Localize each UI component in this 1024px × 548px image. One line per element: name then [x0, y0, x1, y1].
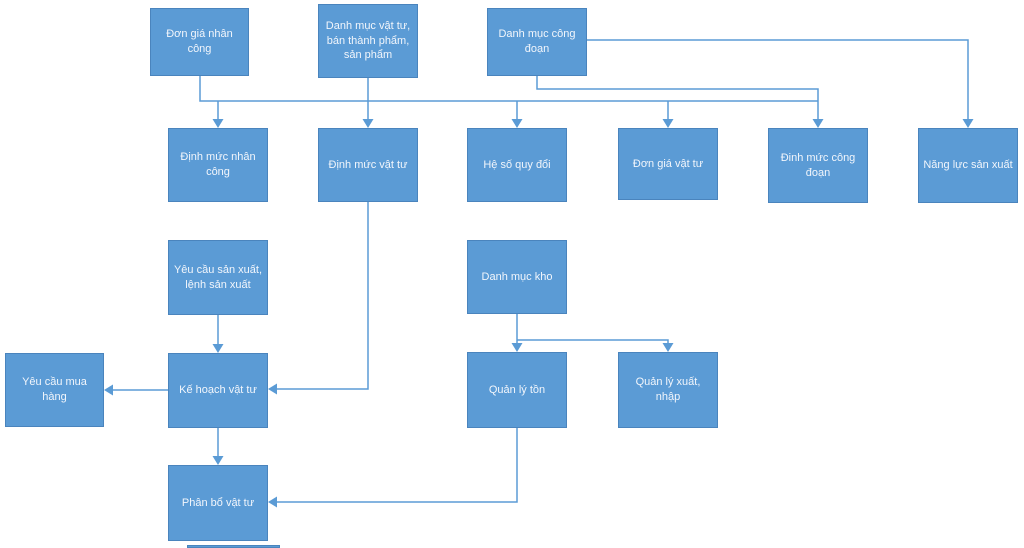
node-label: Yêu cầu sản xuất, lệnh sản xuất [173, 263, 263, 291]
arrowhead-danh-muc-kho-to-quan-ly-xuat-nhap [662, 343, 674, 352]
node-label: Quản lý tồn [488, 383, 546, 396]
arrowhead-ke-hoach-to-yeu-cau-mua-hang [104, 384, 113, 396]
node-label: Phân bổ vật tư [181, 496, 255, 509]
arrowhead-drop-dinh-muc-nhan-cong [212, 119, 224, 128]
node-danh-muc-kho[interactable]: Danh mục kho [467, 240, 567, 314]
node-he-so-quy-doi[interactable]: Hệ số quy đổi [467, 128, 567, 202]
node-dinh-muc-nhan-cong[interactable]: Định mức nhân công [168, 128, 268, 202]
arrowhead-drop-he-so-quy-doi [511, 119, 523, 128]
node-danh-muc-vat-tu[interactable]: Danh mục vật tư, bán thành phẩm, sản phẩ… [318, 4, 418, 78]
arrowhead-danh-muc-vat-tu-to-dinh-muc-vat-tu [362, 119, 374, 128]
arrowhead-drop-don-gia-vat-tu [662, 119, 674, 128]
node-phan-bo-vat-tu[interactable]: Phân bổ vật tư [168, 465, 268, 541]
node-nang-luc-san-xuat[interactable]: Năng lực sản xuất [918, 128, 1018, 203]
node-label: Đơn giá nhân công [166, 28, 233, 55]
arrowhead-drop-dinh-muc-cong-doan [812, 119, 824, 128]
arrowhead-dinh-muc-vat-tu-to-ke-hoach [268, 383, 277, 395]
node-label: Danh mục kho [481, 270, 553, 283]
node-yeu-cau-san-xuat[interactable]: Yêu cầu sản xuất, lệnh sản xuất [168, 240, 268, 315]
node-label: Hệ số quy đổi [483, 158, 551, 171]
node-quan-ly-xuat-nhap[interactable]: Quản lý xuất, nhập [618, 352, 718, 428]
node-quan-ly-ton[interactable]: Quản lý tồn [467, 352, 567, 428]
node-yeu-cau-mua-hang[interactable]: Yêu cầu mua hàng [5, 353, 104, 427]
arrowhead-quan-ly-ton-to-phan-bo [268, 496, 277, 508]
node-label: Đơn giá vật tư [632, 157, 704, 170]
node-label: Định mức vật tư [328, 158, 408, 171]
connector-danh-muc-kho-to-quan-ly-xuat-nhap [517, 339, 669, 343]
connector-bus-b-danh-muc-cong-doan [536, 76, 819, 101]
node-label: Năng lực sản xuất [923, 159, 1013, 172]
connector-quan-ly-ton-to-phan-bo [277, 428, 518, 503]
node-label: Yêu cầu mua hàng [22, 376, 87, 403]
node-label: Danh mục công đoạn [498, 28, 576, 55]
node-dinh-muc-cong-doan[interactable]: Đinh mức công đoạn [768, 128, 868, 203]
arrowhead-danh-muc-cong-doan-to-nang-luc [962, 119, 974, 128]
node-label: Đinh mức công đoạn [780, 151, 856, 179]
node-label: Định mức nhân công [180, 151, 256, 178]
node-don-gia-vat-tu[interactable]: Đơn giá vật tư [618, 128, 718, 200]
node-don-gia-nhan-cong[interactable]: Đơn giá nhân công [150, 8, 249, 76]
node-dinh-muc-vat-tu[interactable]: Định mức vật tư [318, 128, 418, 202]
node-danh-muc-cong-doan[interactable]: Danh mục công đoạn [487, 8, 587, 76]
arrowhead-yeu-cau-sx-to-ke-hoach [212, 344, 224, 353]
arrowhead-ke-hoach-to-phan-bo [212, 456, 224, 465]
node-label: Quản lý xuất, nhập [635, 376, 701, 403]
connector-dinh-muc-vat-tu-to-ke-hoach [277, 202, 369, 390]
connector-danh-muc-cong-doan-to-nang-luc [587, 39, 969, 119]
node-label: Kế hoạch vật tư [179, 384, 257, 397]
node-ke-hoach-vat-tu[interactable]: Kế hoạch vật tư [168, 353, 268, 428]
connector-bus-a-don-gia-nhan-cong [199, 76, 818, 102]
node-label: Danh mục vật tư, bán thành phẩm, sản phẩ… [325, 19, 411, 62]
arrowhead-danh-muc-kho-to-quan-ly-ton [511, 343, 523, 352]
